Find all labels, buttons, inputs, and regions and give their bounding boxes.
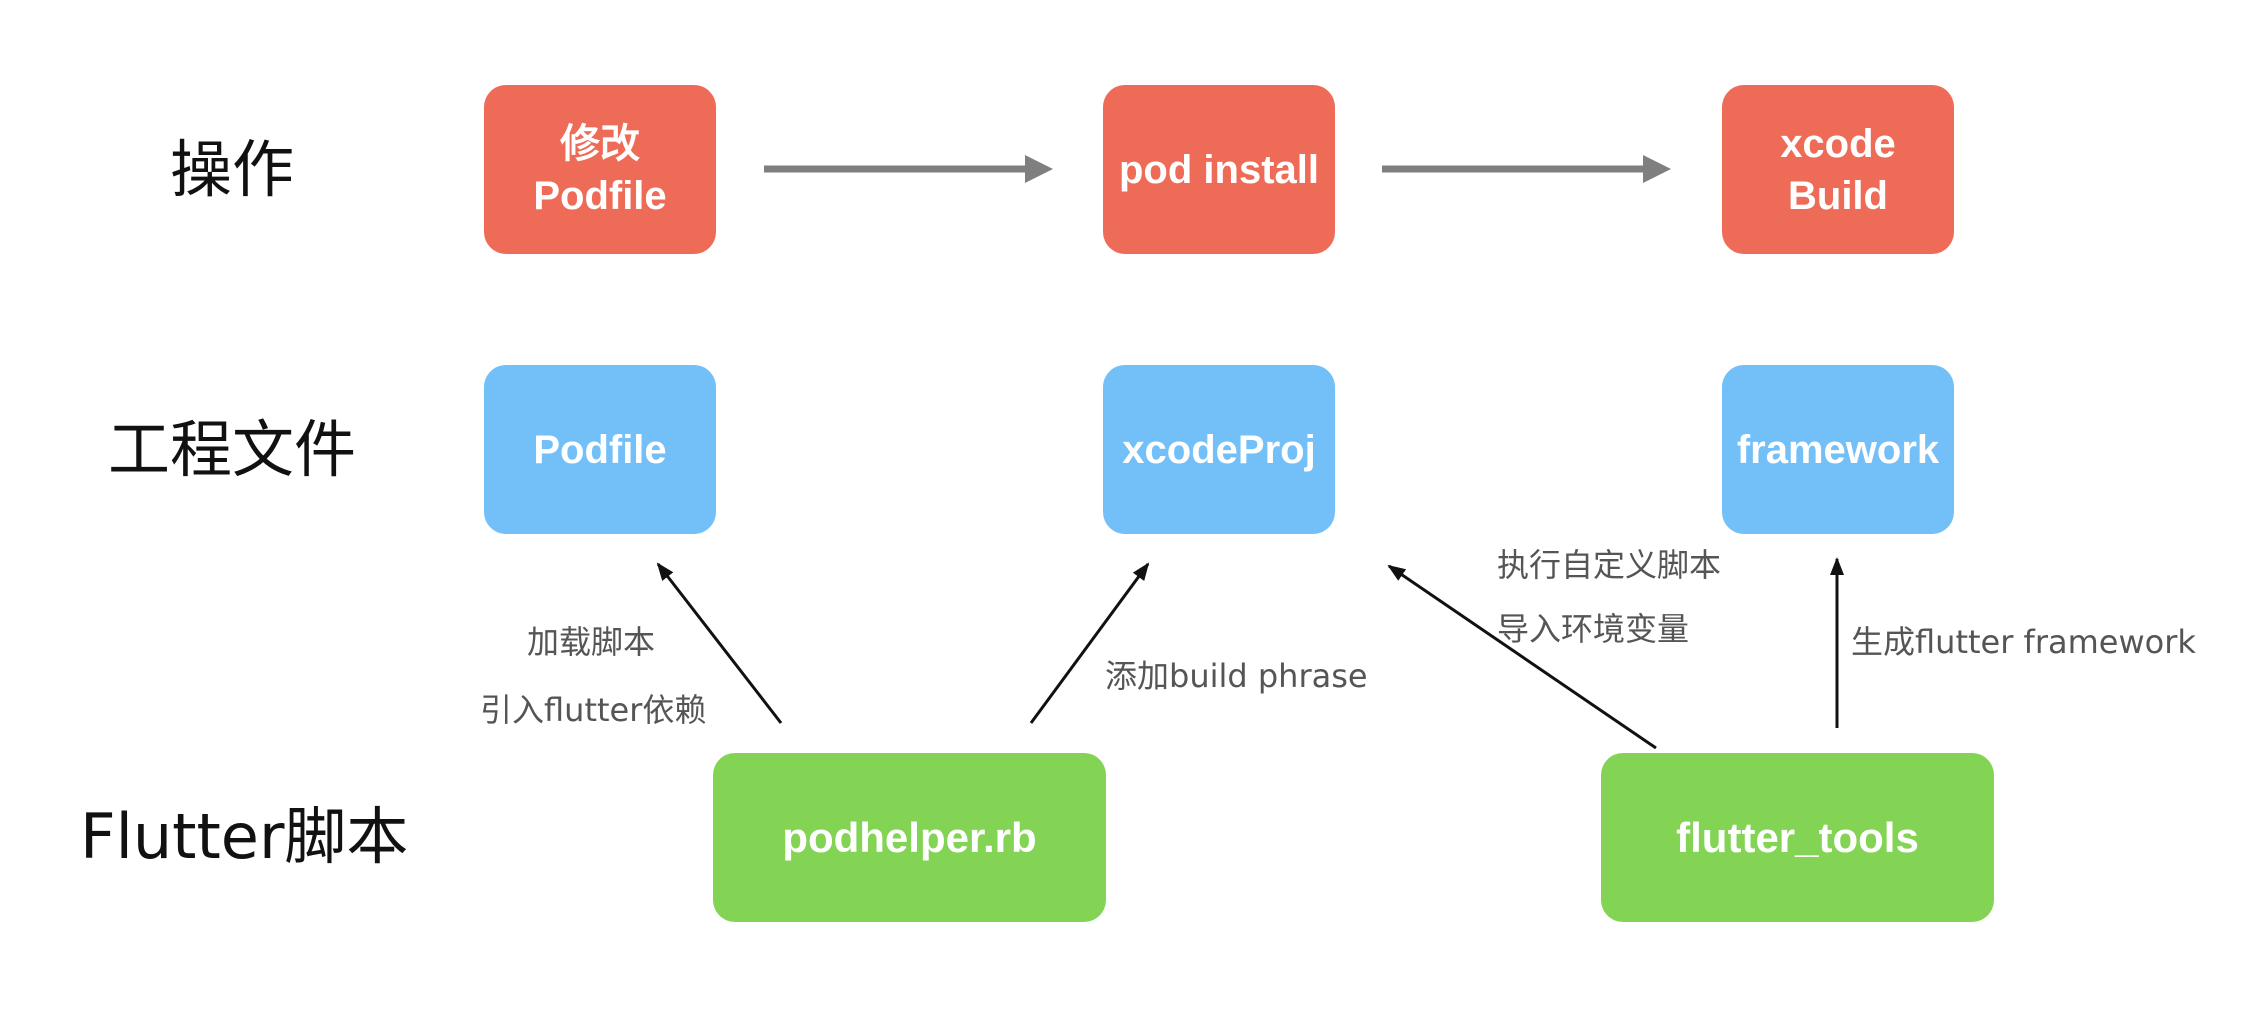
node-podfile-label: Podfile	[533, 427, 667, 472]
node-modify-podfile[interactable]: 修改 Podfile	[484, 85, 716, 254]
arrow-tools-to-xcodeproj	[1387, 564, 1657, 750]
node-flutter-tools[interactable]: flutter_tools	[1601, 753, 1994, 922]
edge-label-run-custom-script: 执行自定义脚本	[1497, 546, 1722, 584]
node-modify-podfile-line2: Podfile	[533, 173, 667, 218]
arrow-podhelper-to-xcodeproj	[1029, 562, 1150, 724]
node-pod-install-label: pod install	[1119, 147, 1319, 192]
arrow-podhelper-to-podfile	[656, 562, 783, 724]
node-modify-podfile-line1: 修改	[560, 121, 640, 166]
row-label-flutter-scripts: Flutter脚本	[80, 800, 409, 873]
flow-arrow-modify-to-install	[764, 155, 1053, 183]
node-xcode-build-line2: Build	[1788, 173, 1888, 218]
edge-label-generate-framework: 生成flutter framework	[1851, 623, 2196, 661]
flow-arrow-install-to-build	[1382, 155, 1671, 183]
edge-label-import-flutter-deps: 引入flutter依赖	[480, 691, 707, 729]
row-label-project-files: 工程文件	[108, 413, 357, 486]
node-xcodeproj[interactable]: xcodeProj	[1103, 365, 1335, 534]
node-podhelper[interactable]: podhelper.rb	[713, 753, 1106, 922]
row-label-operation: 操作	[170, 133, 295, 206]
edge-label-add-build-phrase: 添加build phrase	[1105, 657, 1368, 695]
node-flutter-tools-label: flutter_tools	[1676, 813, 1919, 861]
node-podfile[interactable]: Podfile	[484, 365, 716, 534]
node-podhelper-label: podhelper.rb	[782, 813, 1037, 861]
node-framework[interactable]: framework	[1722, 365, 1954, 534]
edge-label-import-env-vars: 导入环境变量	[1497, 610, 1690, 648]
edge-label-load-script: 加载脚本	[527, 623, 656, 661]
node-xcode-build-line1: xcode	[1780, 121, 1896, 166]
node-pod-install[interactable]: pod install	[1103, 85, 1335, 254]
node-xcode-build[interactable]: xcode Build	[1722, 85, 1954, 254]
node-xcodeproj-label: xcodeProj	[1122, 427, 1316, 472]
node-framework-label: framework	[1736, 427, 1940, 472]
